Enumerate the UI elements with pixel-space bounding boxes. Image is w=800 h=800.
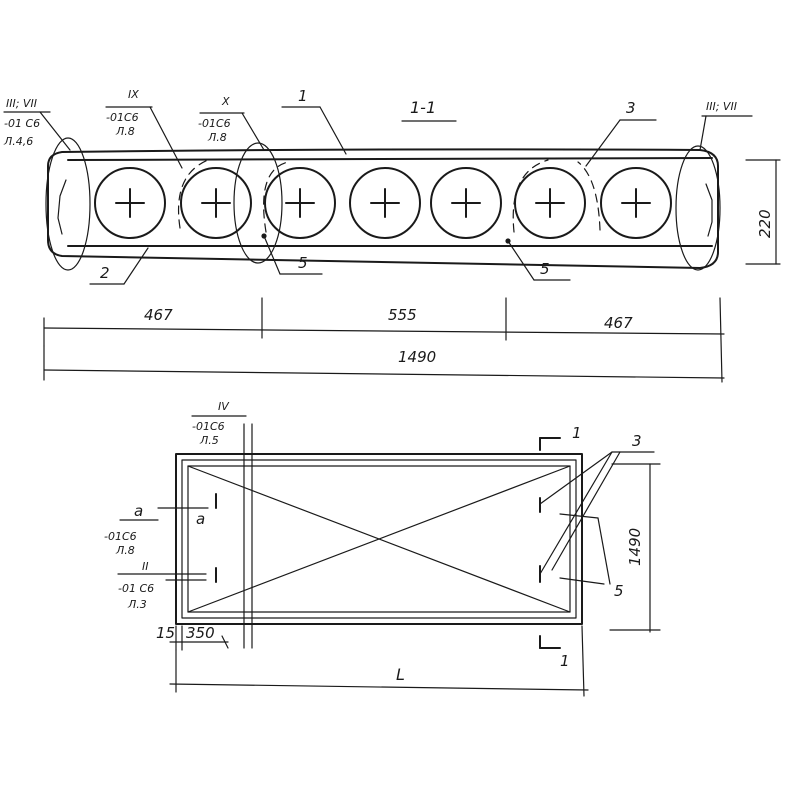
x-ref-page: Л.8 — [207, 131, 227, 144]
leader-5b-tail — [507, 240, 535, 281]
frame-arc-right1 — [512, 159, 549, 233]
plan-outer-rect — [175, 453, 583, 625]
dim-467-left: 467 — [144, 306, 173, 324]
plan-view: IV -01C6 Л.5 а а -01C6 Л.8 II -01 C6 Л.3… — [104, 400, 661, 697]
void-7 — [600, 167, 672, 239]
dim-total-line — [43, 369, 725, 379]
plan-length-dim-line — [169, 683, 589, 691]
leader-2-tail — [123, 247, 149, 285]
iv-ref-sheet: -01C6 — [192, 420, 225, 433]
plan-small-dim-tick-3 — [221, 635, 229, 649]
callout-x — [233, 142, 283, 264]
plan-width-value: 1490 — [626, 528, 644, 566]
pos-3-label: 3 — [626, 99, 636, 117]
leader-1-tail — [319, 106, 347, 155]
frame-arc-mid — [263, 161, 289, 233]
callout-right-end — [675, 145, 721, 271]
a-ref-page: Л.8 — [115, 544, 135, 557]
a-ref-mark: а — [134, 502, 143, 520]
pos-5a-label: 5 — [298, 254, 308, 272]
plan-pos-3-label: 3 — [632, 432, 642, 450]
ix-ref-mark: IX — [128, 88, 139, 101]
void-5 — [430, 167, 502, 239]
pos-2-label: 2 — [100, 264, 110, 282]
right-ref-leader — [699, 115, 707, 151]
ii-ref-mark: II — [142, 560, 149, 573]
section-title: 1-1 — [410, 98, 436, 117]
dim-chain-line — [43, 327, 725, 335]
frame-arc-right2 — [577, 161, 601, 231]
ix-ref-page: Л.8 — [115, 125, 135, 138]
leader-3-tail — [585, 119, 621, 167]
plan-leader-5b — [559, 577, 605, 585]
void-4 — [349, 167, 421, 239]
plan-leader-3b — [539, 451, 613, 575]
iv-ref-page: Л.5 — [199, 434, 219, 447]
left-ref-mark: III; VII — [6, 97, 37, 110]
cut-bottom-label: 1 — [560, 652, 570, 670]
ii-ref-sheet: -01 C6 — [118, 582, 154, 595]
plan-leader-5-join — [597, 517, 611, 585]
plan-length-tick-right — [581, 625, 585, 697]
void-2 — [180, 167, 252, 239]
dim-555: 555 — [388, 306, 417, 324]
dim-tick-3 — [719, 297, 723, 383]
x-ref-mark: X — [221, 95, 230, 108]
iv-ref-mark: IV — [218, 400, 230, 413]
void-3 — [264, 167, 336, 239]
void-6 — [514, 167, 586, 239]
plan-length-value: L — [396, 665, 405, 684]
plan-leader-3a — [539, 451, 613, 505]
cut-top-label: 1 — [572, 424, 582, 442]
dim-350: 350 — [186, 624, 215, 642]
right-ref-mark: III; VII — [706, 100, 737, 113]
plan-leader-5a — [559, 513, 599, 519]
left-ref-page: Л.4,6 — [3, 135, 33, 148]
dim-467-right: 467 — [604, 314, 633, 332]
ix-ref-leader — [149, 106, 183, 169]
top-bar — [67, 157, 713, 161]
left-ref-leader — [39, 111, 71, 151]
pos-5b-label: 5 — [540, 260, 550, 278]
ii-ref-page: Л.3 — [127, 598, 147, 611]
section-dimension-chain: 467 555 467 1490 — [43, 297, 725, 383]
frame-arc-left — [177, 159, 209, 229]
void-circles — [94, 167, 672, 239]
pos-1-label: 1 — [298, 87, 308, 105]
dim-15: 15 — [156, 624, 175, 642]
a-ref-mark-2: а — [196, 510, 205, 528]
dim-1490-total: 1490 — [398, 348, 436, 366]
section-1-1: 1-1 III; VII -01 C6 Л.4,6 IX -01C6 Л.8 X… — [3, 87, 781, 383]
ix-ref-sheet: -01C6 — [106, 111, 139, 124]
void-1 — [94, 167, 166, 239]
leader-5a-tail — [263, 235, 281, 275]
plan-pos-5-label: 5 — [614, 582, 624, 600]
height-dim-value: 220 — [756, 209, 774, 238]
left-end-cap — [57, 179, 67, 235]
a-ref-sheet: -01C6 — [104, 530, 137, 543]
plan-leader-3c — [551, 451, 621, 571]
left-ref-sheet: -01 C6 — [4, 117, 40, 130]
x-ref-leader — [241, 112, 265, 151]
x-ref-sheet: -01C6 — [198, 117, 231, 130]
plan-mid-rect — [181, 459, 577, 619]
callout-left-end — [45, 137, 91, 271]
right-end-cap — [705, 183, 713, 237]
